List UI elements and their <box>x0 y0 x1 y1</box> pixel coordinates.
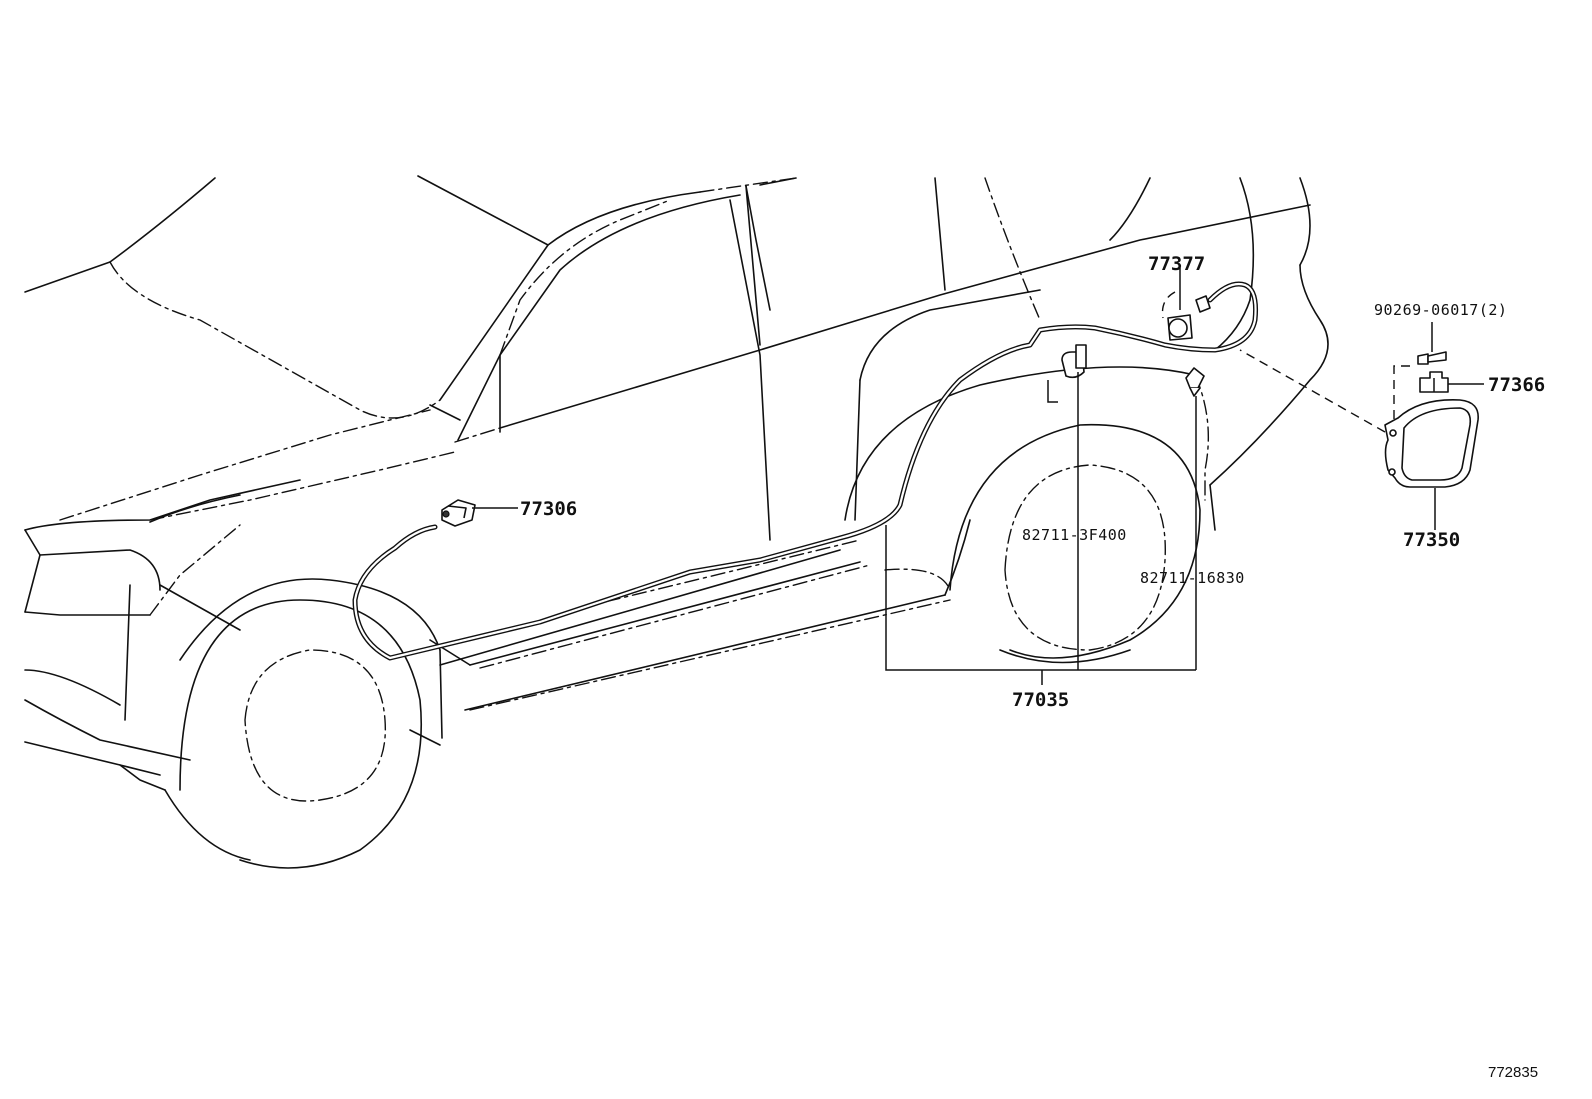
hinge-part-77366[interactable] <box>1419 371 1449 393</box>
label-77377: 77377 <box>1148 253 1205 275</box>
label-77035: 77035 <box>1012 689 1069 711</box>
fuel-lid-part-77350[interactable] <box>1384 399 1479 488</box>
rivet-part-90269[interactable] <box>1417 351 1447 365</box>
illustration-number: 772835 <box>1488 1064 1538 1081</box>
label-827113F400: 82711-3F400 <box>1022 526 1127 544</box>
bracket-77035 <box>885 525 1196 671</box>
label-77306: 77306 <box>520 498 577 520</box>
install-line-90269 <box>1393 365 1410 420</box>
fuel-lid-opener-cable <box>352 281 1258 661</box>
clamp-part-827113F400[interactable] <box>1047 344 1087 403</box>
label-77350: 77350 <box>1403 529 1460 551</box>
vehicle-outline <box>24 175 1329 869</box>
label-90269: 90269-06017(2) <box>1374 301 1507 319</box>
label-77366: 77366 <box>1488 374 1545 396</box>
lock-part-77377[interactable] <box>1161 291 1211 341</box>
label-8271116830: 82711-16830 <box>1140 569 1245 587</box>
install-line-77350 <box>1239 349 1386 433</box>
clip-part-8271116830[interactable] <box>1185 367 1205 397</box>
lever-part-77306[interactable] <box>441 499 476 527</box>
